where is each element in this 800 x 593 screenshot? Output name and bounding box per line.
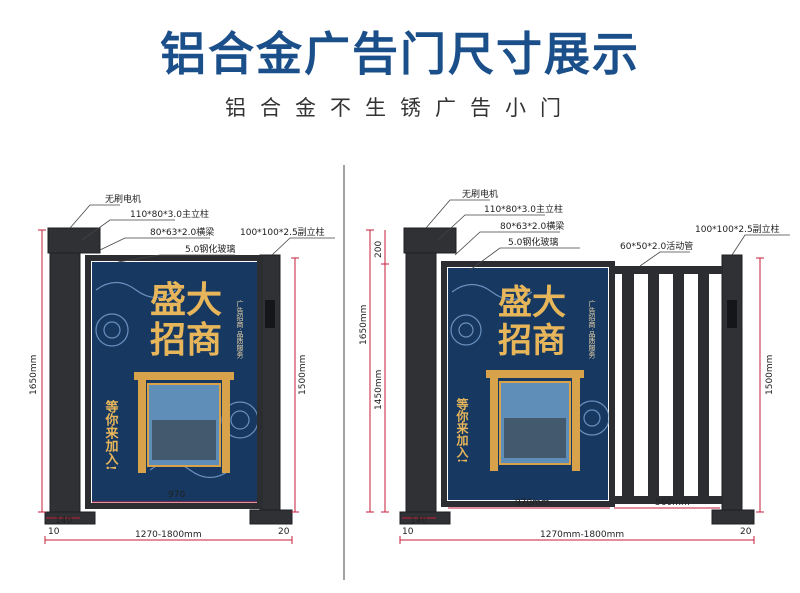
left-dim-span: 1270-1800mm: [135, 530, 202, 540]
left-dim-post-width: 140: [55, 516, 72, 526]
right-card-reader: [727, 300, 737, 328]
right-slat-tube: [648, 274, 659, 496]
left-dim-panel-width: 970: [168, 490, 185, 500]
left-ad-line1: 盛大: [150, 279, 222, 321]
left-label-sub-post: 100*100*2.5副立柱: [240, 226, 325, 238]
right-dim-base-right: 20: [740, 527, 752, 537]
right-label-tube: 60*50*2.0活动管: [620, 240, 693, 252]
right-dim-height-panel: 1450mm: [374, 370, 384, 410]
right-slat-tube: [698, 274, 709, 496]
left-label-main-post: 110*80*3.0主立柱: [130, 208, 209, 220]
right-ad-line2: 招商: [498, 321, 566, 361]
right-dim-base-left: 10: [402, 527, 414, 537]
left-gate: 盛大 招商 广告招商·品质服务 等你来加入! 无刷电机 110*80*3.0主立…: [29, 193, 335, 544]
left-label-glass: 5.0钢化玻璃: [185, 243, 235, 255]
left-sub-base: [249, 509, 293, 525]
right-gate-frame: [441, 261, 615, 507]
right-motor-box: [403, 227, 457, 254]
left-label-beam: 80*63*2.0横梁: [150, 226, 214, 238]
left-ad-side-text: 广告招商·品质服务: [236, 299, 244, 359]
right-gate: 盛大 招商 广告招商·品质服务 等你来加入! 无刷电机 110*80*3.0主立…: [359, 188, 790, 544]
right-slat-bottom-rail: [612, 496, 722, 504]
right-sub-post: [721, 254, 743, 516]
right-dim-height-total: 1650mm: [359, 305, 369, 345]
right-sub-base: [711, 509, 755, 525]
right-slat-tube: [673, 274, 684, 496]
right-dim-height-right: 1500mm: [765, 355, 775, 395]
left-ad-line2: 招商: [150, 319, 222, 361]
right-dim-span: 1270mm-1800mm: [540, 530, 624, 540]
left-dim-height-right: 1500mm: [298, 355, 308, 395]
left-card-reader: [265, 300, 275, 328]
right-dim-slat-width: 560mm: [655, 498, 690, 508]
left-motor-box: [47, 227, 101, 254]
left-main-post: [49, 229, 81, 516]
right-ad-side-text: 广告招商·品质服务: [588, 299, 596, 359]
left-dim-height-left: 1650mm: [29, 355, 39, 395]
left-dim-base-left: 10: [48, 527, 60, 537]
right-ad-line1: 盛大: [498, 283, 566, 323]
right-dim-panel-width: 970mm: [515, 498, 550, 508]
right-label-glass: 5.0钢化玻璃: [508, 236, 558, 248]
right-main-post: [405, 229, 437, 516]
right-label-motor: 无刷电机: [462, 188, 498, 200]
right-slat-top-rail: [612, 266, 722, 274]
left-dim-base-right: 20: [278, 527, 290, 537]
right-label-main-post: 110*80*3.0主立柱: [484, 203, 563, 215]
right-ad-slogan: 等你来加入!: [455, 397, 469, 464]
left-gate-frame: [85, 255, 263, 509]
right-slat-tube: [622, 266, 634, 502]
right-dim-top-offset: 200: [374, 241, 384, 258]
left-ad-slogan: 等你来加入!: [103, 399, 120, 470]
left-label-motor: 无刷电机: [105, 193, 141, 205]
right-label-sub-post: 100*100*2.5副立柱: [695, 223, 780, 235]
right-label-beam: 80*63*2.0横梁: [500, 220, 564, 232]
right-dim-post-width: 140: [410, 516, 427, 526]
page-subtitle: 铝合金不生锈广告小门: [225, 96, 575, 120]
page-title: 铝合金广告门尺寸展示: [160, 27, 640, 81]
